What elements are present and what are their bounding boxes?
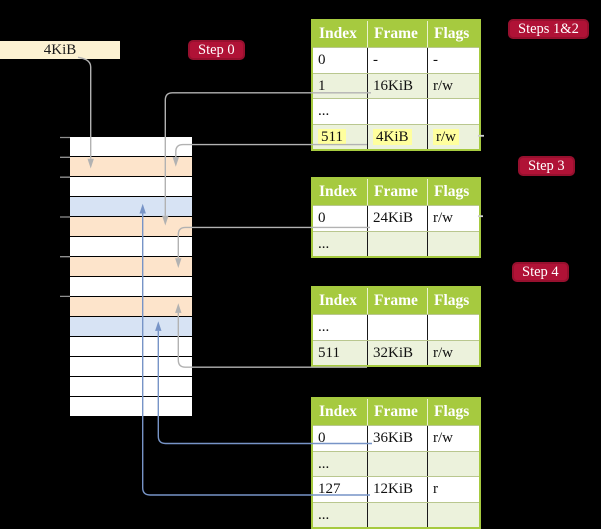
cell-frame: 24KiB [367,206,427,231]
memory-row-12-free [70,377,192,396]
cell-index: ... [318,319,330,335]
col-header-flags: Flags [427,288,479,314]
memory-row-5-free [70,237,192,256]
table-row-ellipsis: ... [313,450,479,476]
cell-flags: r/w [427,426,479,451]
memory-row-13-free [70,397,192,416]
cell-frame: 12KiB [367,477,427,502]
memory-row-1-pagetable [70,157,192,176]
cell-index: 0 [318,52,326,68]
cell-flags [427,99,479,124]
memory-row-3-data [70,197,192,216]
highlight: 511 [318,128,346,145]
cell-index: 127 [318,481,341,497]
col-header-index: Index [319,25,357,42]
cell-frame: 4KiB [367,124,427,149]
table-header-row: Index Frame Flags [313,399,479,425]
memory-row-10-free [70,337,192,356]
table-row-ellipsis: ... [313,98,479,124]
cell-index: ... [318,103,330,119]
cell-frame [367,451,427,476]
table-row-highlighted: 511 4KiB r/w [313,123,479,150]
cell-frame: 36KiB [367,426,427,451]
cell-index: 511 [318,344,340,361]
table-row: 127 12KiB r [313,476,479,502]
table-row-ellipsis: ... [313,501,479,527]
page-table-step-4-upper: Index Frame Flags ... 511 32KiB r/w [311,286,481,367]
memory-tick-marks [60,136,70,298]
cell-index: 0 [318,210,326,226]
cell-frame [367,231,427,256]
memory-row-4-pagetable [70,217,192,236]
label-steps-1-2: Steps 1&2 [508,19,589,39]
label-step-0: Step 0 [188,40,245,60]
col-header-flags: Flags [427,21,479,47]
cell-index: ... [318,506,330,523]
cell-flags [427,502,479,527]
cell-index: ... [318,455,330,472]
highlight: 4KiB [373,128,412,145]
cell-frame: 32KiB [367,340,427,365]
cell-frame [367,502,427,527]
col-header-index: Index [319,292,357,309]
cell-frame [367,99,427,124]
cell-index: 0 [318,430,326,446]
col-header-frame: Frame [367,21,427,47]
cell-index: 511 [313,125,367,150]
label-step-3: Step 3 [518,156,575,176]
col-header-index: Index [319,183,357,200]
highlight: r/w [433,128,459,145]
table-row: 0 24KiB r/w [313,205,479,231]
cell-flags: r/w [427,340,479,365]
memory-row-8-pagetable [70,297,192,316]
table-row: 1 16KiB r/w [313,72,479,98]
memory-row-11-free [70,357,192,376]
cell-flags [427,315,479,340]
col-header-frame: Frame [367,288,427,314]
col-header-flags: Flags [427,179,479,205]
memory-column [70,137,192,416]
cell-flags: - [427,48,479,73]
memory-row-2-free [70,177,192,196]
table-header-row: Index Frame Flags [313,21,479,47]
memory-row-9-data [70,317,192,336]
label-step-4: Step 4 [512,262,569,282]
page-table-step-3: Index Frame Flags 0 24KiB r/w ... [311,177,481,258]
table-row: 0 36KiB r/w [313,425,479,451]
cell-frame: - [367,48,427,73]
table-header-row: Index Frame Flags [313,288,479,314]
page-table-steps-1-2: Index Frame Flags 0 - - 1 16KiB r/w ... … [311,19,481,151]
col-header-flags: Flags [427,399,479,425]
memory-row-6-pagetable [70,257,192,276]
cell-index: ... [318,235,330,252]
col-header-frame: Frame [367,399,427,425]
cell-flags: r/w [427,73,479,98]
page-table-step-4-lower: Index Frame Flags 0 36KiB r/w ... 127 12… [311,397,481,529]
cell-flags [427,451,479,476]
root-frame-box: 4KiB [0,41,120,59]
col-header-frame: Frame [367,179,427,205]
cell-flags: r/w [427,124,479,149]
cell-flags: r/w [427,206,479,231]
table-row: 0 - - [313,47,479,73]
col-header-index: Index [319,403,357,420]
cell-flags: r [427,477,479,502]
cell-index: 1 [318,77,326,94]
memory-row-0-free [70,137,192,156]
table-header-row: Index Frame Flags [313,179,479,205]
table-row: 511 32KiB r/w [313,339,479,365]
table-row-ellipsis: ... [313,230,479,256]
memory-row-7-free [70,277,192,296]
cell-frame [367,315,427,340]
table-row-ellipsis: ... [313,314,479,340]
cell-flags [427,231,479,256]
cell-frame: 16KiB [367,73,427,98]
